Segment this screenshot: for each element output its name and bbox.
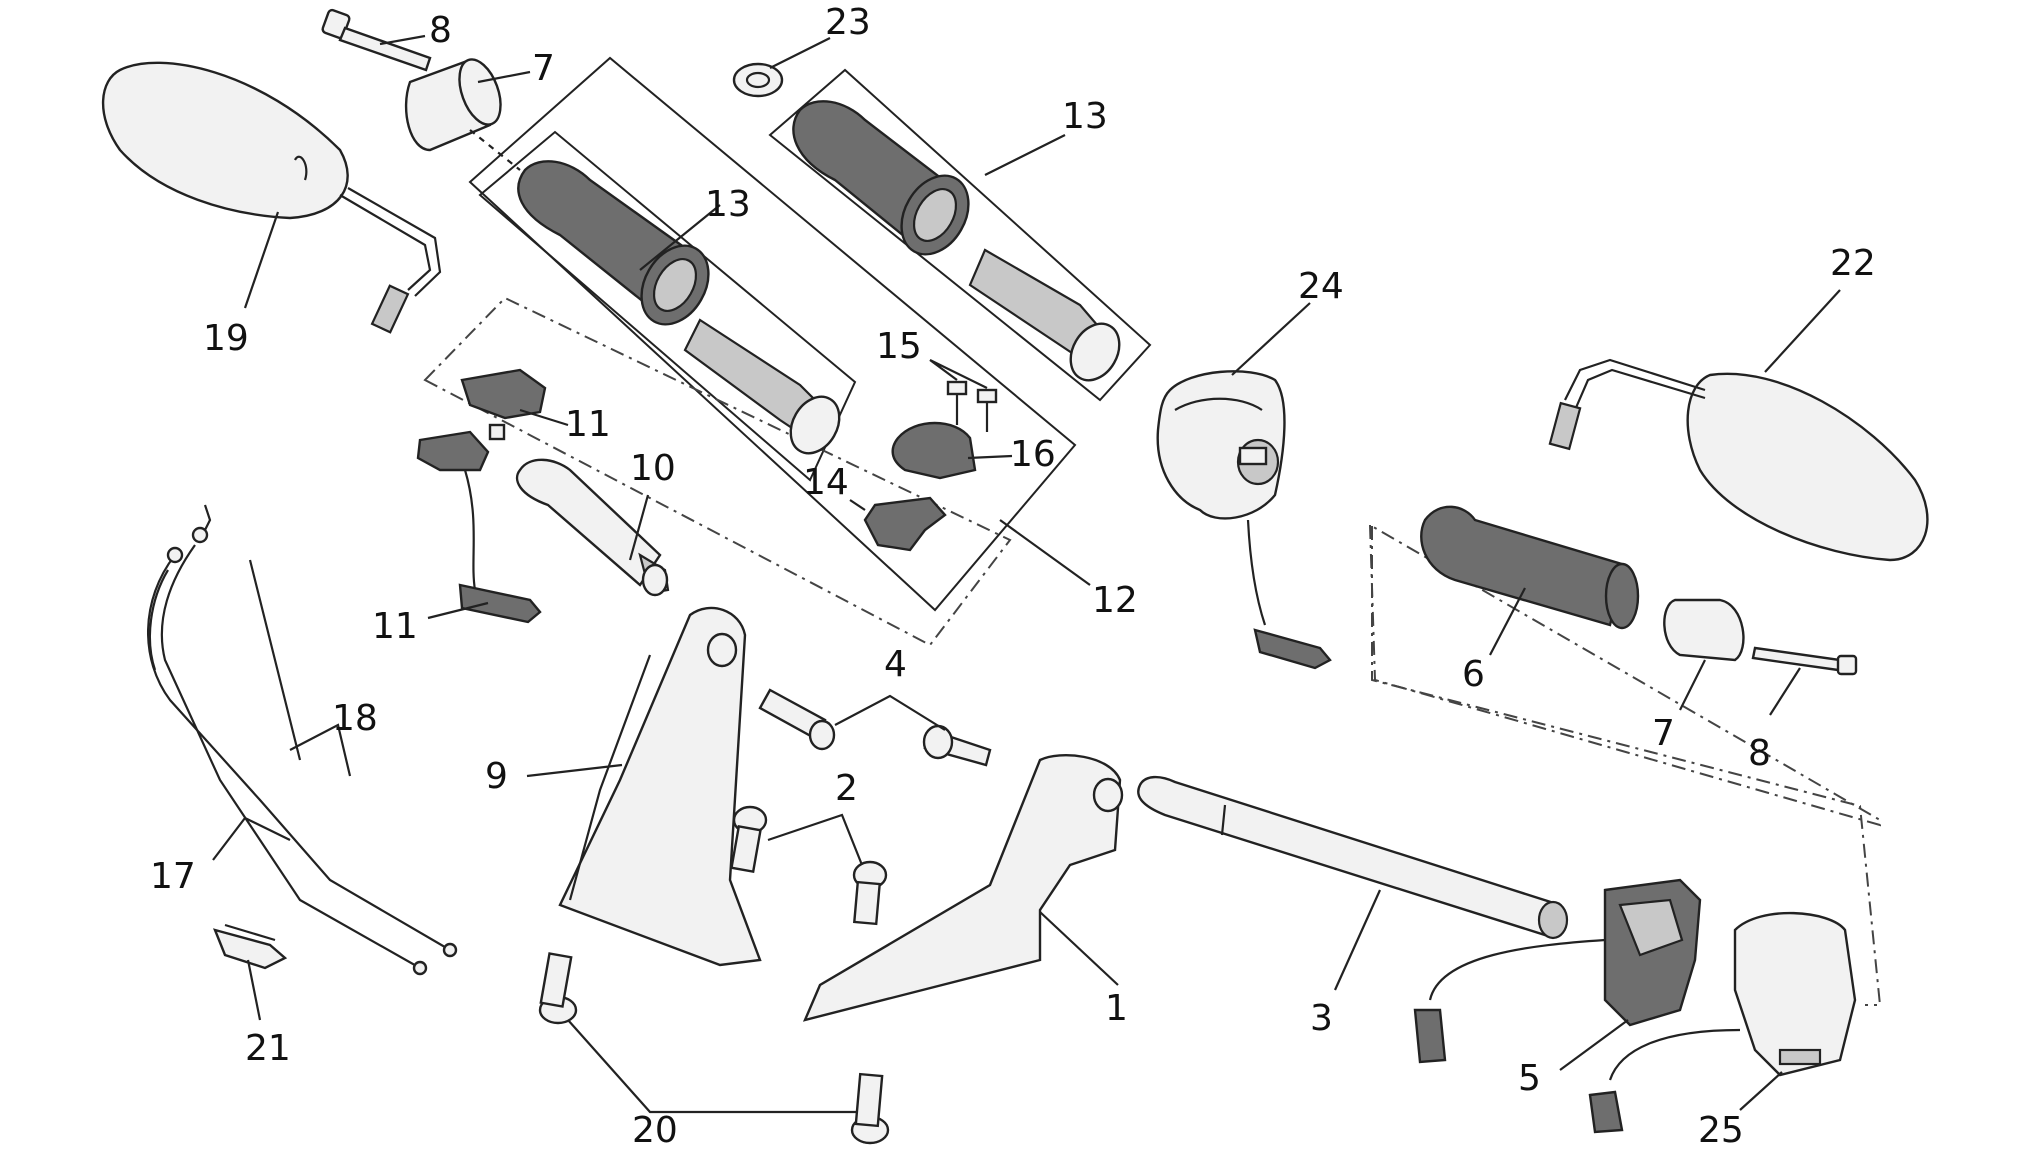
leader-17 <box>212 816 291 861</box>
screws-15 <box>946 380 998 432</box>
callout-11-top: 11 <box>565 404 611 445</box>
leader-19 <box>243 211 280 309</box>
leader-23 <box>769 37 831 69</box>
callout-13-left: 13 <box>705 184 751 225</box>
callout-2: 2 <box>835 768 858 809</box>
callout-11-bottom: 11 <box>372 606 418 647</box>
bolt-8-right <box>1751 646 1858 676</box>
axis-dash-top <box>469 129 521 171</box>
grip-6 <box>1420 505 1640 630</box>
throttle-housing-5 <box>1413 878 1702 1064</box>
leader-7-right <box>1679 659 1706 711</box>
leader-9 <box>526 763 623 778</box>
leader-20 <box>567 1019 858 1114</box>
callout-3: 3 <box>1310 998 1333 1039</box>
grip-13-left <box>517 160 841 455</box>
leader-1 <box>1039 911 1119 986</box>
callout-1: 1 <box>1105 988 1128 1029</box>
leader-11-top <box>519 408 569 427</box>
leader-3 <box>1333 889 1382 991</box>
callout-14: 14 <box>803 462 849 503</box>
callout-18: 18 <box>332 698 378 739</box>
callout-23: 23 <box>825 2 871 43</box>
throttle-cables-17-18 <box>147 504 458 976</box>
switch-housing-11 <box>460 368 547 441</box>
leader-25 <box>1739 1071 1783 1111</box>
riser-bracket-9 <box>558 606 762 967</box>
leader-5 <box>1559 1019 1629 1071</box>
callout-13-right: 13 <box>1062 96 1108 137</box>
callout-8-top: 8 <box>429 10 452 51</box>
leader-14 <box>849 499 866 511</box>
leader-13-left <box>639 204 721 271</box>
leader-4 <box>834 694 946 731</box>
callout-9: 9 <box>485 756 508 797</box>
left-mirror-19 <box>101 61 442 334</box>
bolts-2 <box>730 805 888 926</box>
callout-16: 16 <box>1010 434 1056 475</box>
leader-16 <box>967 454 1013 460</box>
grip-13-right <box>792 100 1121 382</box>
switch-parts-dashed-frame <box>423 296 1012 647</box>
leader-15 <box>929 359 988 389</box>
bar-end-weight-7-right <box>1663 598 1745 662</box>
leader-10 <box>628 494 650 561</box>
throttle-tube-10 <box>515 458 670 597</box>
callout-21: 21 <box>245 1028 291 1069</box>
grip-kit-frame-12 <box>468 56 1077 612</box>
leader-13-right <box>984 134 1066 176</box>
callout-10: 10 <box>630 448 676 489</box>
callout-6: 6 <box>1462 654 1485 695</box>
callout-7-top: 7 <box>532 48 555 89</box>
callout-12: 12 <box>1092 580 1138 621</box>
leader-21 <box>246 959 262 1021</box>
leader-12 <box>999 519 1091 586</box>
switch-housing-25 <box>1588 911 1857 1134</box>
callout-15: 15 <box>876 326 922 367</box>
switch-housing-24 <box>1156 370 1332 670</box>
bar-end-weight-7-top <box>404 58 502 152</box>
clamp-16 <box>891 421 977 480</box>
callout-8-right: 8 <box>1748 733 1771 774</box>
grip-right-frame-13 <box>768 68 1152 402</box>
riser-bracket-1 <box>802 753 1124 1022</box>
callout-17: 17 <box>150 856 196 897</box>
callout-22: 22 <box>1830 243 1876 284</box>
grip-inner-frame-13 <box>478 130 857 482</box>
right-mirror-22 <box>1548 358 1929 562</box>
clamp-14 <box>863 496 947 552</box>
callout-24: 24 <box>1298 266 1344 307</box>
leader-6 <box>1489 587 1526 656</box>
right-side-dashed-outline <box>1371 526 1882 1006</box>
screws-20 <box>538 952 890 1145</box>
callout-20: 20 <box>632 1110 678 1148</box>
leader-18 <box>289 723 352 777</box>
leader-7-top <box>477 70 531 84</box>
leader-11-bottom <box>427 601 489 620</box>
leader-8-right <box>1769 667 1801 716</box>
leader-24 <box>1231 302 1311 376</box>
callout-19: 19 <box>203 318 249 359</box>
bolts-4 <box>758 688 992 767</box>
callout-4: 4 <box>884 644 907 685</box>
leader-8-top <box>379 34 426 46</box>
callout-5: 5 <box>1518 1058 1541 1099</box>
callout-7-right: 7 <box>1652 713 1675 754</box>
bolt-8-top <box>321 8 432 72</box>
leader-2 <box>767 813 864 866</box>
right-side-dashed-frame <box>1368 523 1881 827</box>
washer-23 <box>732 62 784 98</box>
cable-clip-21 <box>212 923 288 970</box>
switch-connector-11 <box>416 430 542 624</box>
callout-25: 25 <box>1698 1110 1744 1148</box>
handlebar-tube-3 <box>1137 775 1569 940</box>
leader-22 <box>1764 289 1841 373</box>
